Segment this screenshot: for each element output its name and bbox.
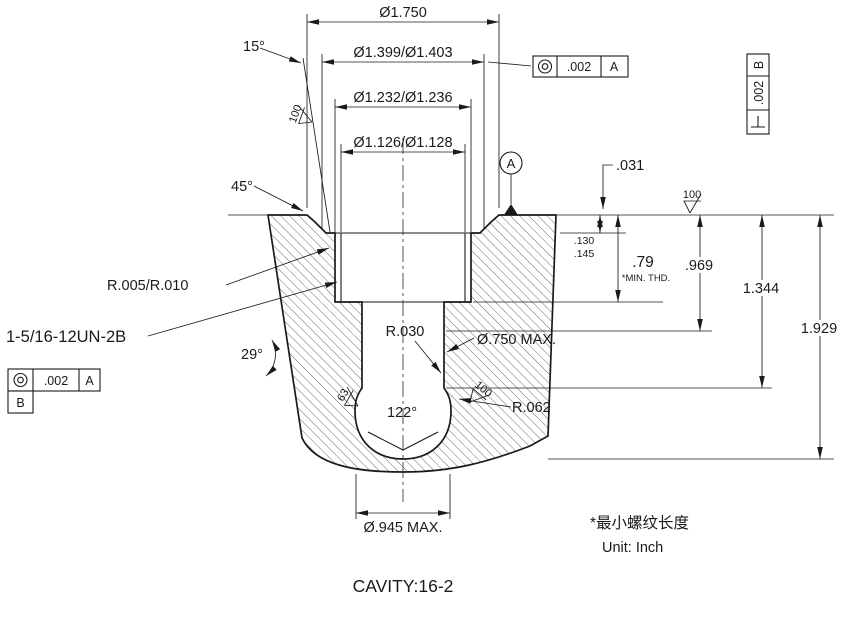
fcf-side-datum: B bbox=[752, 61, 766, 69]
fcf-left: .002 A B bbox=[7, 368, 101, 414]
extension-lines bbox=[228, 14, 834, 519]
leader-15deg bbox=[259, 47, 302, 64]
leader-lines bbox=[147, 47, 613, 408]
leader-r030 bbox=[414, 340, 442, 374]
surface-finish-icon: 100 bbox=[287, 103, 313, 125]
thread-length-footnote: *最小螺纹长度 bbox=[590, 514, 689, 532]
dim-dia-1232: Ø1.232/Ø1.236 bbox=[353, 90, 452, 106]
taper-extension-line bbox=[302, 57, 331, 233]
drawing-title: CAVITY:16-2 bbox=[353, 576, 454, 596]
finish-value-cone: 63 bbox=[335, 387, 352, 404]
dim-dia-1750: Ø1.750 bbox=[379, 5, 427, 21]
leader-dia750 bbox=[446, 337, 475, 353]
concentricity-icon bbox=[13, 372, 28, 388]
leader-031 bbox=[600, 164, 613, 209]
dim-dia-1126: Ø1.126/Ø1.128 bbox=[353, 135, 452, 151]
perpendicularity-icon bbox=[751, 116, 765, 128]
dim-rad-005: R.005/R.010 bbox=[107, 278, 188, 294]
notes: *最小螺纹长度 Unit: Inch CAVITY:16-2 bbox=[353, 514, 689, 596]
fcf-top-tolerance: .002 bbox=[567, 60, 591, 74]
dim-dep-031: .031 bbox=[616, 158, 644, 174]
dim-dep-1929: 1.929 bbox=[801, 321, 837, 337]
fcf-side-vertical: B .002 bbox=[746, 53, 770, 135]
surface-finish-icon: 100 bbox=[683, 189, 702, 214]
thread-callout: 1-5/16-12UN-2B bbox=[6, 328, 126, 346]
dim-rad-030: R.030 bbox=[386, 324, 425, 340]
dim-dia-945: Ø.945 MAX. bbox=[364, 520, 443, 536]
datum-a-symbol: A bbox=[499, 151, 523, 215]
dim-dep-145: .145 bbox=[574, 248, 595, 260]
min-thread-note: *MIN. THD. bbox=[622, 273, 670, 284]
leader-45deg bbox=[253, 185, 304, 212]
fcf-attach-line bbox=[487, 61, 532, 67]
dim-angle-15: 15° bbox=[243, 39, 265, 55]
dim-dep-130: .130 bbox=[574, 235, 595, 247]
fcf-side-tolerance: .002 bbox=[752, 81, 766, 105]
dim-angle-122: 122° bbox=[387, 405, 417, 421]
section-hatch-fill bbox=[268, 215, 556, 472]
concentricity-icon bbox=[537, 59, 553, 74]
datum-triangle-icon bbox=[504, 204, 518, 215]
fcf-left-datum: A bbox=[85, 374, 94, 388]
leader-r005 bbox=[225, 247, 330, 286]
finish-value-taper: 100 bbox=[287, 103, 305, 124]
datum-a-label: A bbox=[507, 156, 516, 171]
angle-arc-29deg bbox=[265, 339, 281, 377]
finish-value-top: 100 bbox=[683, 189, 701, 201]
dim-angle-29: 29° bbox=[241, 347, 263, 363]
dim-dia-750: Ø.750 MAX. bbox=[477, 332, 556, 348]
surface-finish-icon: 63 bbox=[335, 386, 359, 407]
fcf-top: .002 A bbox=[532, 55, 629, 78]
fcf-left-tolerance: .002 bbox=[44, 374, 68, 388]
fcf-left-datum-b: B bbox=[16, 396, 24, 410]
unit-note: Unit: Inch bbox=[602, 540, 663, 556]
part-section bbox=[267, 138, 557, 502]
dim-dep-79: .79 bbox=[632, 254, 654, 271]
fcf-top-datum: A bbox=[610, 60, 619, 74]
dimension-texts: Ø1.750 Ø1.399/Ø1.403 Ø1.232/Ø1.236 Ø1.12… bbox=[6, 5, 845, 536]
dim-angle-45: 45° bbox=[231, 179, 253, 195]
dim-rad-062: R.062 bbox=[512, 400, 551, 416]
dim-dep-1344: 1.344 bbox=[743, 281, 779, 297]
dim-dep-969: .969 bbox=[685, 258, 713, 274]
leader-thread-callout bbox=[147, 281, 338, 337]
dim-dia-1399: Ø1.399/Ø1.403 bbox=[353, 45, 452, 61]
leader-r062 bbox=[458, 398, 512, 408]
